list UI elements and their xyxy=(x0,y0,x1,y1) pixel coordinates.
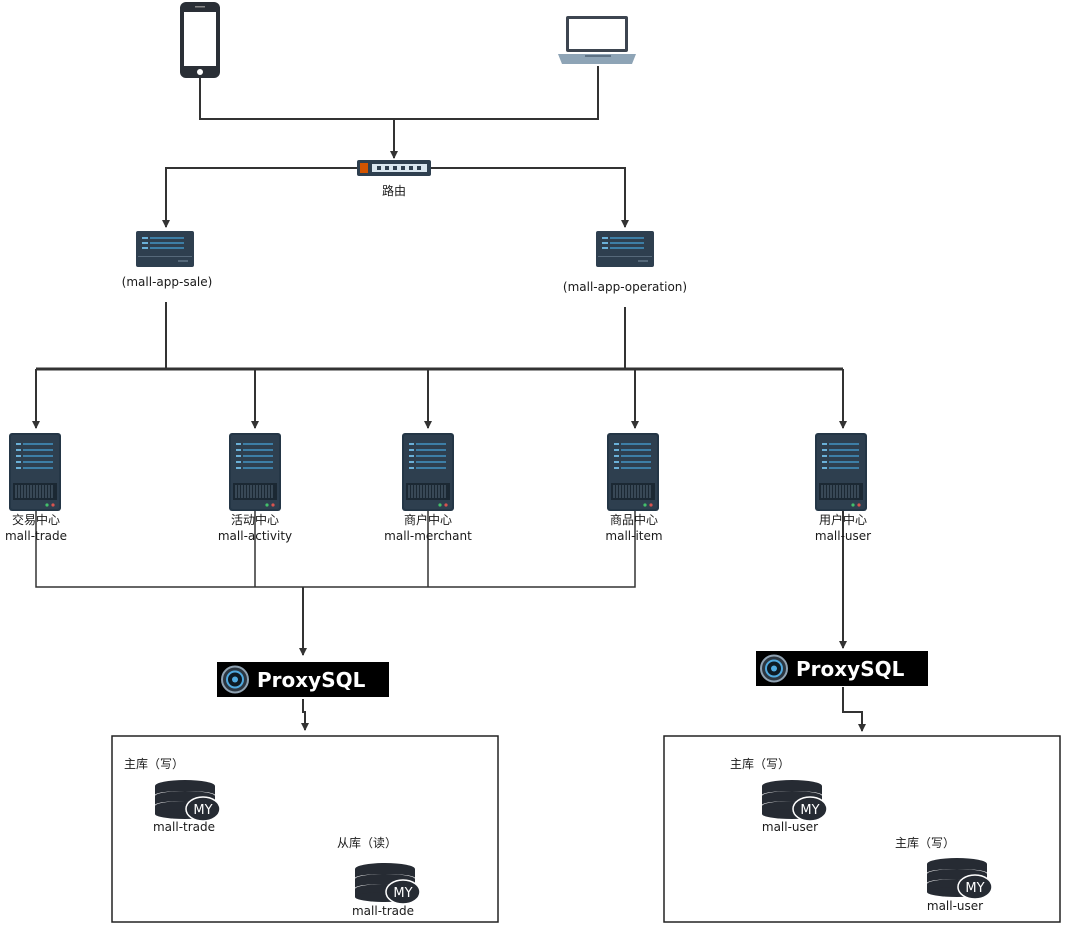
svg-text:MY: MY xyxy=(965,881,984,896)
app-operation-label: (mall-app-operation) xyxy=(562,280,688,294)
laptop-icon xyxy=(558,16,636,64)
router-label: 路由 xyxy=(381,184,407,198)
router-to-operation-arrow xyxy=(431,167,629,228)
service-item-label: mall-item xyxy=(605,529,663,543)
trade-master-name-label: mall-trade xyxy=(152,820,216,834)
proxysql-left-logo: ProxySQL xyxy=(216,661,390,698)
router-to-sale-arrow xyxy=(162,167,357,228)
service-trade-cn-label: 交易中心 xyxy=(11,513,61,527)
proxy-left-to-cluster-arrow xyxy=(301,699,309,731)
proxysql-right-logo: ProxySQL xyxy=(755,650,929,687)
service-merchant-cn-label: 商户中心 xyxy=(403,513,453,527)
service-activity-label: mall-activity xyxy=(217,529,293,543)
db-trade-master-icon: MY xyxy=(154,779,221,822)
server-user-icon xyxy=(814,432,868,512)
app-server-operation-icon xyxy=(596,231,654,267)
service-user-label: mall-user xyxy=(814,529,872,543)
service-user-cn-label: 用户中心 xyxy=(818,513,868,527)
trade-db-cluster-box xyxy=(111,735,499,923)
server-activity-icon xyxy=(228,432,282,512)
router-icon xyxy=(357,160,431,176)
proxysql-right-label: ProxySQL xyxy=(796,657,905,681)
laptop-connector xyxy=(394,66,599,120)
trade-master-role-label: 主库（写） xyxy=(124,757,185,771)
proxysql-left-label: ProxySQL xyxy=(257,668,366,692)
trade-slave-name-label: mall-trade xyxy=(351,904,415,918)
service-activity-cn-label: 活动中心 xyxy=(230,513,280,527)
server-merchant-icon xyxy=(401,432,455,512)
db-user-master-2-icon: MY xyxy=(926,857,993,900)
svg-text:MY: MY xyxy=(800,803,819,818)
connectors xyxy=(32,66,866,732)
service-item-cn-label: 商品中心 xyxy=(609,513,659,527)
service-trade-label: mall-trade xyxy=(4,529,68,543)
phone-connector xyxy=(199,78,394,120)
service-merchant-label: mall-merchant xyxy=(384,529,472,543)
svg-text:MY: MY xyxy=(393,886,412,901)
proxy-right-to-cluster-arrow xyxy=(842,687,866,732)
server-item-icon xyxy=(606,432,660,512)
server-trade-icon xyxy=(8,432,62,512)
smartphone-icon xyxy=(180,2,220,78)
user-master-2-role-label: 主库（写） xyxy=(895,836,956,850)
user-master-2-name-label: mall-user xyxy=(926,899,984,913)
trade-slave-role-label: 从库（读） xyxy=(337,836,398,850)
user-db-cluster-box xyxy=(663,735,1061,923)
user-master-name-label: mall-user xyxy=(761,820,819,834)
svg-text:MY: MY xyxy=(193,803,212,818)
db-user-master-icon: MY xyxy=(761,779,828,822)
db-trade-slave-icon: MY xyxy=(354,862,421,905)
app-sale-label: (mall-app-sale) xyxy=(121,275,213,289)
app-server-sale-icon xyxy=(136,231,194,267)
services-to-proxy-bus xyxy=(35,510,636,588)
user-master-role-label: 主库（写） xyxy=(730,757,791,771)
